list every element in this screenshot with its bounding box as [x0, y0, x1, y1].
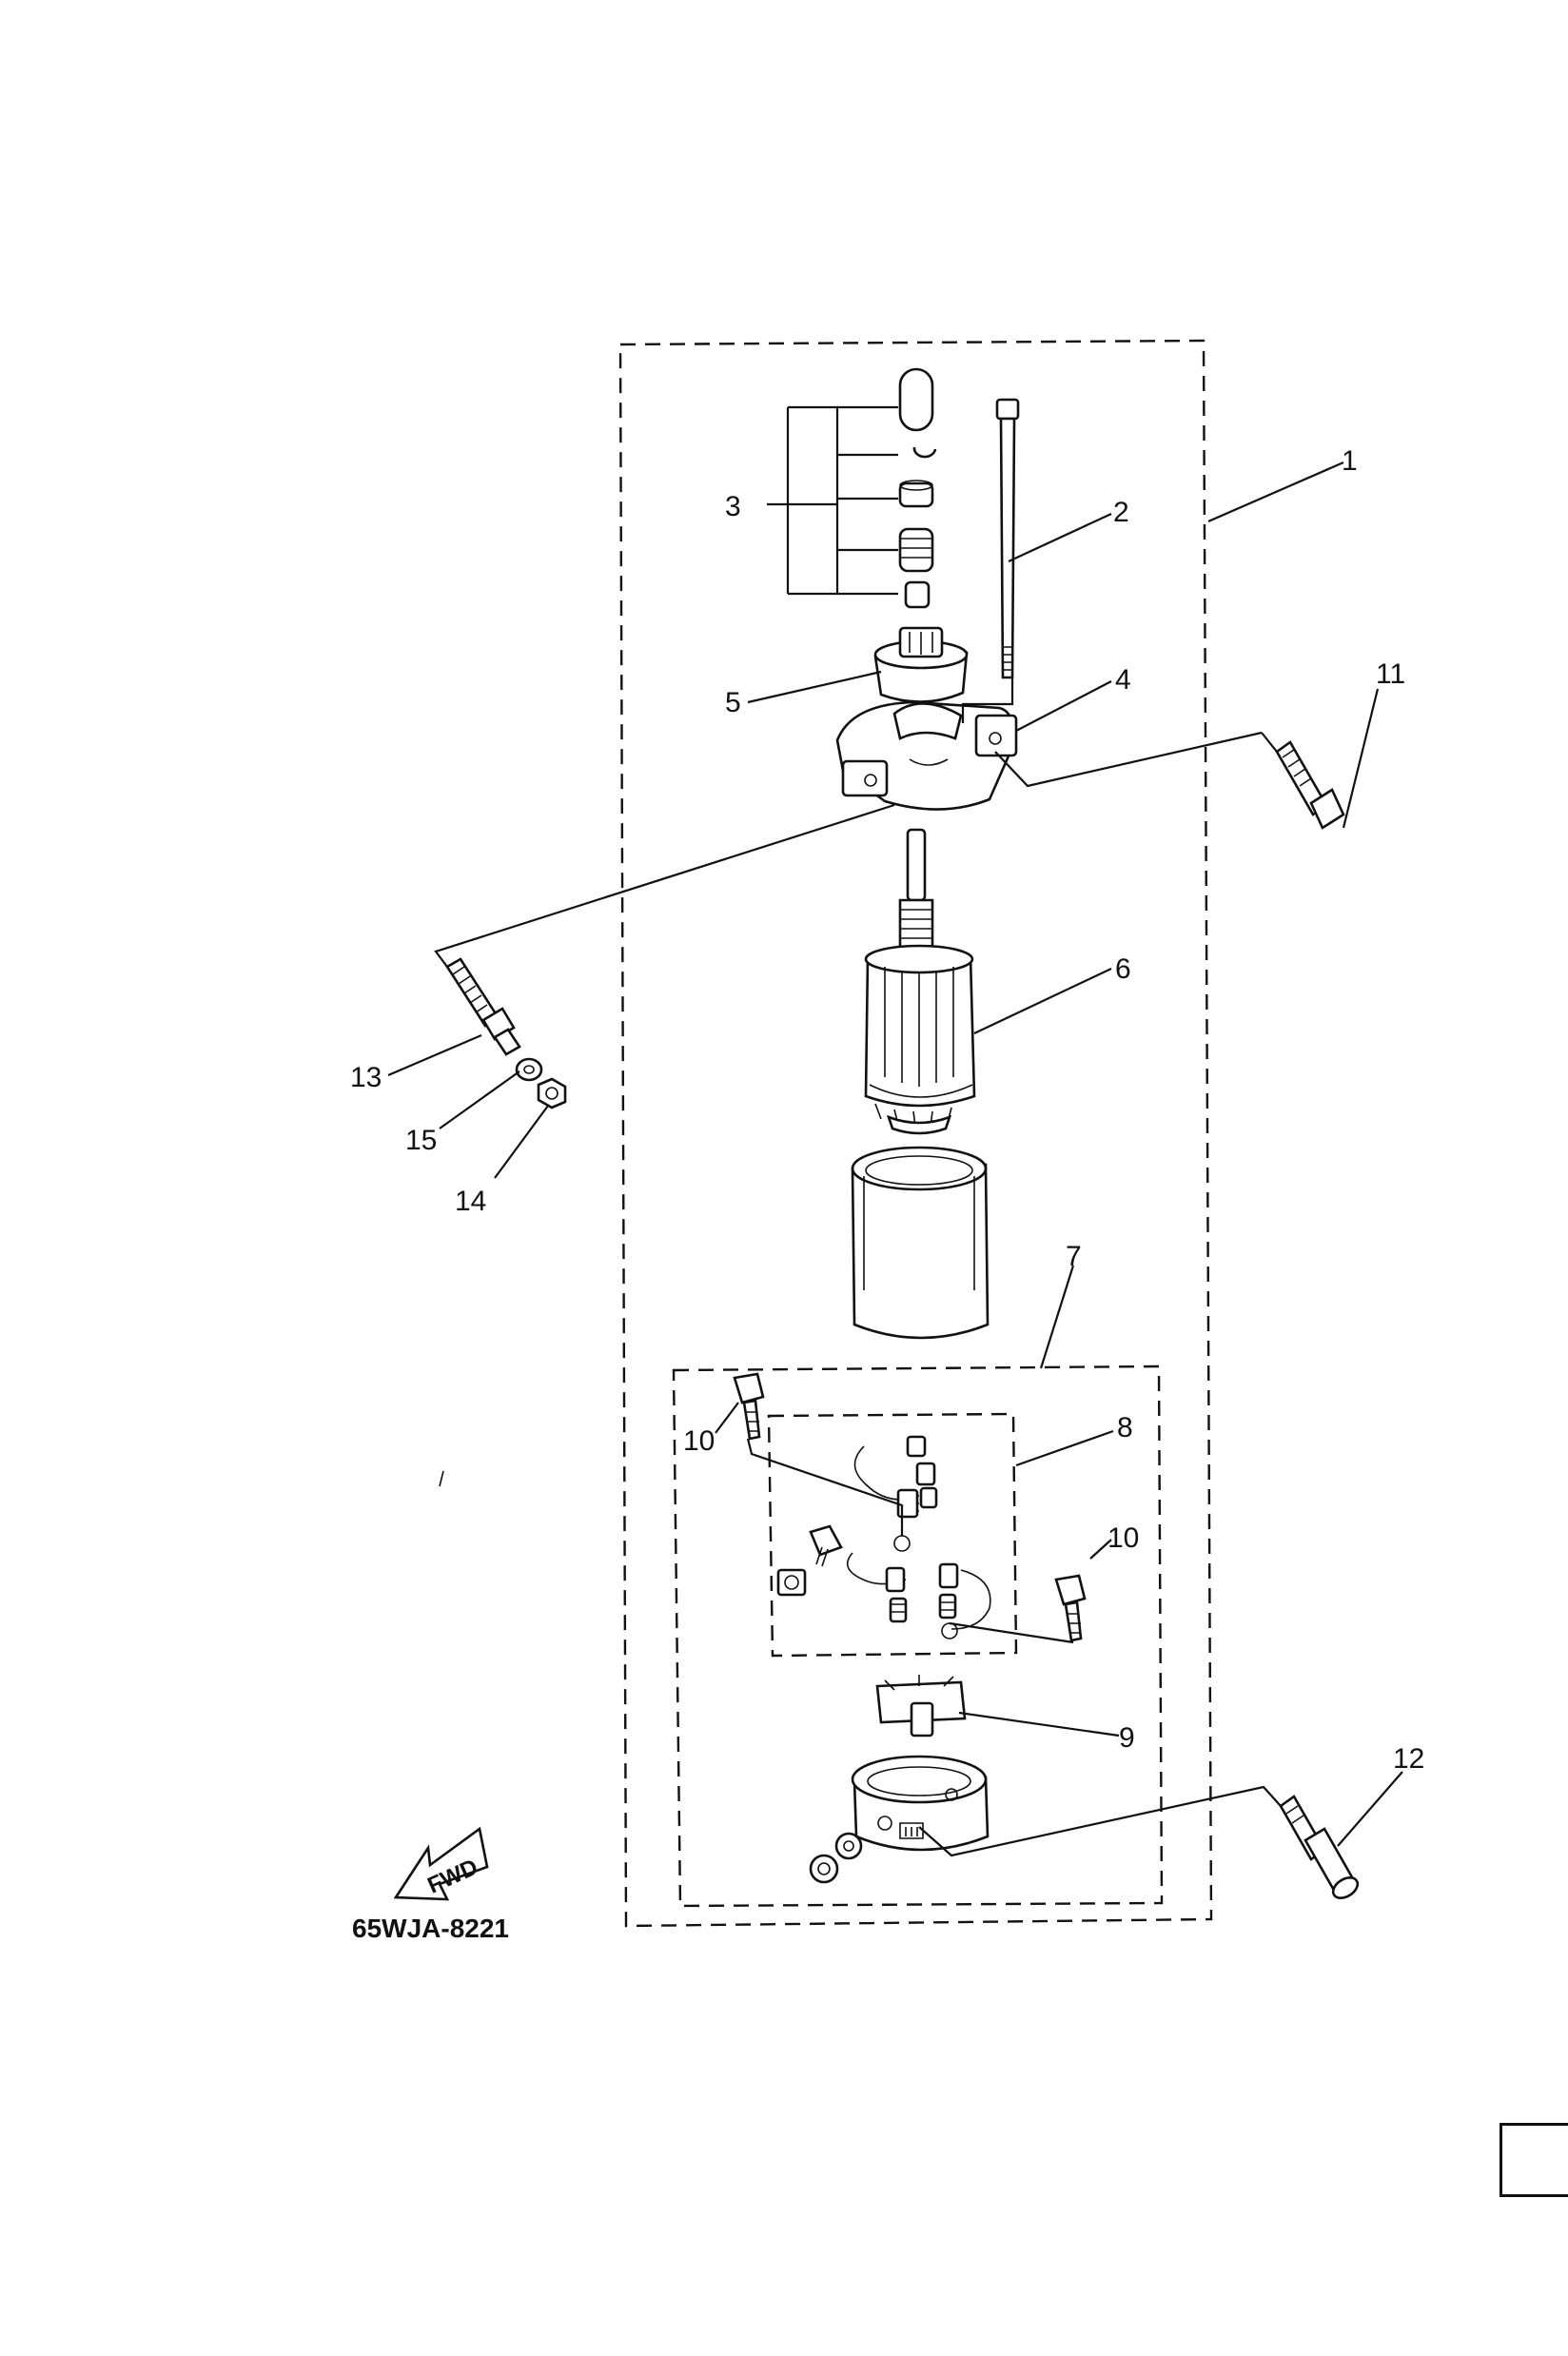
callout-5: 5	[725, 687, 741, 718]
callout-6: 6	[1115, 953, 1131, 985]
callout-12: 12	[1393, 1743, 1424, 1775]
starter-assembly-boundary	[618, 339, 1213, 1928]
part-screw-10-left	[733, 1372, 765, 1441]
callout-10-left: 10	[683, 1425, 715, 1457]
part-stud-bolt-13	[445, 957, 521, 1056]
callout-leaders	[387, 405, 1403, 1847]
callout-15: 15	[405, 1125, 437, 1156]
stray-mark	[439, 1470, 444, 1487]
alignment-lines	[434, 677, 1282, 1857]
callout-8: 8	[1117, 1412, 1133, 1443]
part-rear-cover	[851, 1755, 990, 1852]
part-screw-10-right	[1054, 1574, 1087, 1642]
callout-13: 13	[350, 1062, 382, 1093]
callout-3: 3	[725, 491, 741, 522]
part-brush-holder	[875, 1675, 967, 1738]
callout-1: 1	[1342, 445, 1358, 477]
part-bolt-11	[1275, 740, 1345, 830]
callout-14: 14	[455, 1186, 486, 1217]
part-bolt-12	[1279, 1795, 1360, 1899]
part-washer-15	[515, 1057, 543, 1082]
callout-10-right: 10	[1107, 1522, 1139, 1554]
part-yoke-housing	[851, 1146, 990, 1340]
callout-9: 9	[1119, 1722, 1135, 1754]
brush-set-boundary	[767, 1412, 1018, 1658]
callout-7: 7	[1066, 1241, 1082, 1272]
callout-11: 11	[1376, 658, 1405, 690]
part-armature	[864, 828, 976, 1135]
part-pinion-gear	[873, 626, 969, 703]
part-nut-14	[537, 1077, 567, 1109]
diagram-code: 65WJA-8221	[352, 1914, 509, 1943]
part-washer-nut-rear	[809, 1832, 863, 1884]
callout-2: 2	[1113, 497, 1129, 528]
part-brush-set	[776, 1435, 991, 1639]
part-pinion-stop-set	[898, 367, 937, 609]
brush-holder-subassembly-boundary	[672, 1365, 1164, 1908]
part-front-bracket	[835, 700, 1018, 811]
page-edge-box	[1499, 2123, 1568, 2197]
fwd-arrow-icon: FWD	[393, 1826, 489, 1901]
part-through-bolt	[995, 398, 1020, 679]
callout-4: 4	[1115, 664, 1131, 696]
